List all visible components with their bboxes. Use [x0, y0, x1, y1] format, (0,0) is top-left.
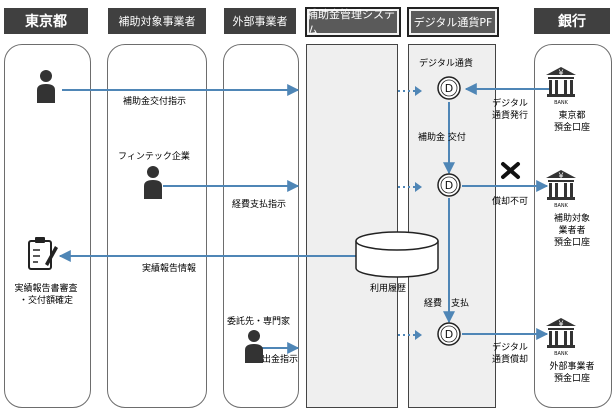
label-bank-tokyo-line1: 東京都 — [558, 111, 586, 121]
person-icon-consignee — [245, 330, 263, 363]
coin-icon-3 — [437, 322, 461, 346]
header-bank: 銀行 — [534, 8, 610, 34]
label-subsidy-instruction: 補助金交付指示 — [123, 97, 187, 107]
label-bank-tokyo-line2: 預金口座 — [553, 123, 590, 133]
label-subsidy-grant: 補助金 交付 — [418, 133, 466, 143]
label-report-info: 実績報告情報 — [142, 264, 197, 274]
dotted-connectors — [398, 90, 415, 336]
label-withdraw-instruction: 出金指示 — [262, 355, 299, 365]
person-icon-tokyo — [37, 70, 55, 103]
bank-icon-tokyo — [546, 67, 576, 97]
coin-letter-3: D — [445, 328, 453, 341]
label-expense-payment: 経費 支払 — [424, 299, 470, 309]
bank-word-3: BANK — [554, 351, 569, 357]
yen-symbol-1: ¥ — [558, 69, 563, 78]
label-issue-line1: デジタル — [492, 99, 528, 109]
label-issue: デジタル 通貨発行 — [486, 98, 534, 122]
bank-word-2: BANK — [554, 203, 569, 209]
clipboard-icon — [28, 237, 58, 270]
label-fintech: フィンテック企業 — [118, 152, 190, 162]
cross-icon — [501, 162, 520, 179]
label-report-review-line1: 実績報告書審査 — [14, 284, 78, 294]
label-bank-subsidy-line2: 業者者 — [558, 226, 586, 236]
label-bank-subsidy-line3: 預金口座 — [553, 238, 590, 248]
header-subsidy-business: 補助対象事業者 — [108, 8, 206, 34]
person-icon-fintech — [144, 166, 162, 199]
label-usage-history: 利用履歴 — [370, 284, 407, 294]
label-bank-external-line2: 預金口座 — [553, 374, 590, 384]
header-tokyo: 東京都 — [4, 8, 88, 34]
label-consignee: 委託先・専門家 — [227, 317, 291, 327]
header-digital-pf: デジタル通貨PF — [407, 7, 499, 37]
label-bank-tokyo: 東京都 預金口座 — [536, 110, 608, 134]
column-subsidy-business — [107, 44, 207, 408]
label-redeem: デジタル 通貨償却 — [486, 342, 534, 366]
label-bank-subsidy: 補助対象 業者者 預金口座 — [536, 213, 608, 249]
coin-icon-2 — [437, 173, 461, 197]
database-icon — [355, 231, 439, 278]
yen-symbol-2: ¥ — [558, 172, 563, 181]
bank-icon-subsidy — [546, 170, 576, 200]
bank-icon-external — [546, 318, 576, 348]
column-digital-pf — [408, 44, 496, 408]
label-bank-subsidy-line1: 補助対象 — [553, 214, 590, 224]
label-redeem-line2: 通貨償却 — [491, 355, 528, 365]
label-report-review-line2: ・交付額確定 — [18, 296, 73, 306]
yen-symbol-3: ¥ — [558, 320, 563, 329]
label-issue-line2: 通貨発行 — [491, 111, 528, 121]
header-external-business: 外部事業者 — [224, 8, 296, 34]
coin-letter-1: D — [445, 82, 453, 95]
header-subsidy-system: 補助金管理システム — [305, 7, 401, 37]
label-report-review: 実績報告書審査 ・交付額確定 — [2, 283, 90, 307]
column-tokyo — [4, 44, 91, 408]
column-subsidy-system — [306, 44, 398, 408]
coin-letter-2: D — [445, 179, 453, 192]
bank-word-1: BANK — [554, 100, 569, 106]
label-redeem-not-allowed: 償却不可 — [492, 197, 529, 207]
label-bank-external: 外部事業者 預金口座 — [536, 361, 608, 385]
label-digital-currency: デジタル通貨 — [419, 59, 473, 69]
coin-icon-1 — [437, 76, 461, 100]
label-expense-instruction: 経費支払指示 — [232, 200, 287, 210]
label-bank-external-line1: 外部事業者 — [549, 362, 595, 372]
label-redeem-line1: デジタル — [492, 343, 528, 353]
